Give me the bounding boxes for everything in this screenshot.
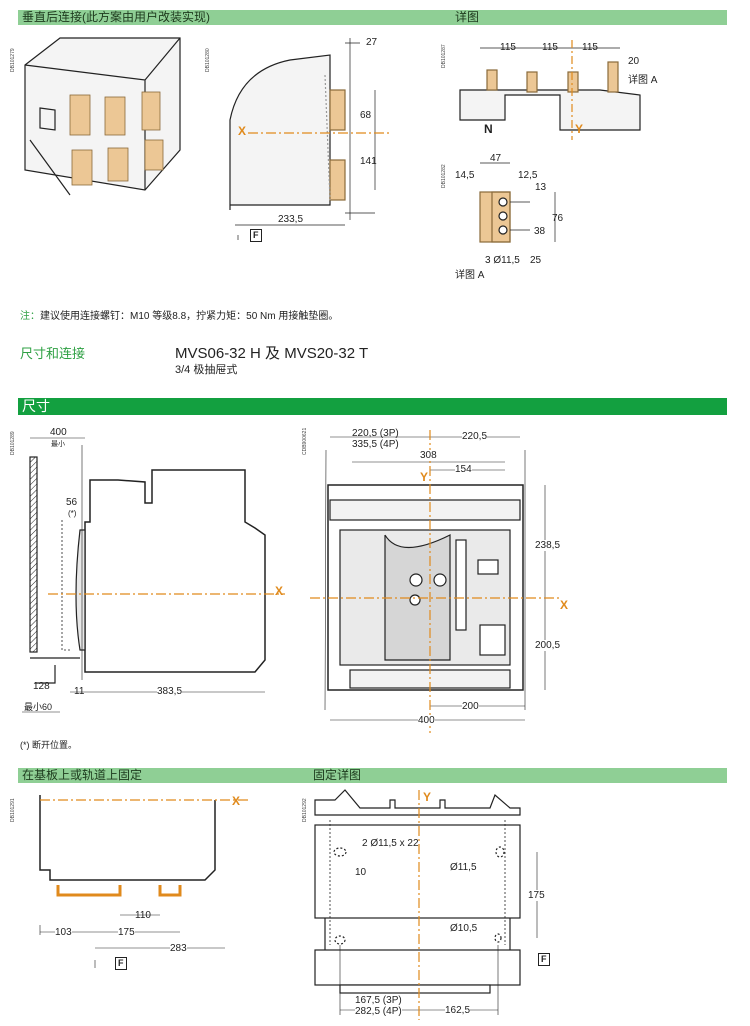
dim-label: 162,5 (445, 1005, 471, 1016)
dim-label: 38 (534, 226, 546, 237)
axis-y-label: Y (420, 470, 429, 484)
dim-label: 175 (118, 927, 135, 938)
dim-label: 10 (355, 867, 367, 878)
hole-spec: Ø10,5 (450, 923, 478, 934)
dim-label: 68 (360, 110, 372, 121)
dim-label: 12,5 (518, 170, 538, 181)
front-marker: F (250, 229, 262, 242)
dim-label: 154 (455, 464, 472, 475)
axis-x-label: X (238, 124, 247, 138)
note: 注：建议使用连接螺钉：M10 等级8.8，拧紧力矩：50 Nm 用接触垫圈。 (20, 311, 338, 322)
dim-label: (*) (68, 509, 77, 518)
side-view-rear-connection (229, 38, 390, 240)
dim-label: 238,5 (535, 540, 561, 551)
front-marker: F (538, 953, 550, 966)
isometric-breaker-drawing (24, 37, 181, 196)
detail-ref: 详图 A (628, 75, 658, 86)
dim-label: 200,5 (535, 640, 561, 651)
front-marker: F (115, 957, 127, 970)
section-bar-dimensions: 尺寸 (18, 398, 727, 415)
dim-label: 76 (552, 213, 564, 224)
hole-spec: 3 Ø11,5 (485, 255, 520, 266)
fixing-detail-drawing (314, 789, 538, 1020)
dim-label: 13 (535, 182, 547, 193)
dim-label: 115 (542, 42, 558, 53)
dim-label: 27 (366, 37, 378, 48)
dim-label: 233,5 (278, 214, 304, 225)
dim-label: 11 (74, 686, 85, 697)
section-title-rear-connection: 垂直后连接(此方案由用户改装实现) (22, 10, 210, 24)
front-view-dimensions (310, 430, 560, 735)
note-text: 建议使用连接螺钉：M10 等级8.8，拧紧力矩：50 Nm 用接触垫圈。 (40, 311, 339, 322)
dim-label: 47 (490, 153, 502, 164)
section-title-mount-detail: 固定详图 (313, 768, 362, 782)
axis-x-label: X (275, 584, 284, 598)
dim-label: 200 (462, 701, 479, 712)
footnote: (*) 断开位置。 (20, 740, 77, 750)
axis-x-label: X (560, 598, 569, 612)
section-bar-rear-connection: 垂直后连接(此方案由用户改装实现) 详图 (18, 10, 727, 25)
dim-label: 167,5 (3P) (355, 995, 402, 1006)
neutral-label: N (484, 122, 493, 136)
detail-top-view (459, 40, 641, 140)
dim-label: 110 (135, 910, 151, 921)
dim-label: 115 (500, 42, 516, 53)
dim-label: 141 (360, 156, 377, 167)
product-subtitle: 3/4 极抽屉式 (175, 364, 238, 376)
dim-label: 115 (582, 42, 598, 53)
section-bar-mounting: 在基板上或轨道上固定 固定详图 (18, 768, 727, 783)
axis-y-label: Y (575, 122, 584, 136)
category-label: 尺寸和连接 (20, 346, 86, 361)
section-title-detail: 详图 (455, 10, 480, 24)
dim-label: 283 (170, 943, 187, 954)
dim-label: 383,5 (157, 686, 183, 697)
hole-spec: 2 Ø11,5 x 22 (362, 838, 419, 849)
side-view-dimensions (22, 437, 285, 713)
dim-label: 400 (418, 715, 435, 726)
dim-label: 最小 (51, 441, 65, 448)
hole-spec: Ø11,5 (450, 862, 477, 873)
section-title-mount-base: 在基板上或轨道上固定 (22, 768, 143, 782)
dim-label: 20 (628, 56, 640, 67)
note-prefix: 注： (20, 311, 40, 322)
dim-label: 282,5 (4P) (355, 1006, 402, 1017)
dim-label: 最小60 (24, 702, 53, 712)
dim-label: 56 (66, 497, 78, 508)
dim-label: 25 (530, 255, 542, 266)
axis-x-label: X (232, 794, 241, 808)
dim-label: 400 (50, 427, 67, 438)
dim-label: 103 (55, 927, 72, 938)
detail-a-drawing (479, 162, 556, 243)
axis-y-label: Y (423, 790, 432, 804)
product-title: MVS06-32 H 及 MVS20-32 T (175, 345, 369, 362)
dim-label: 175 (528, 890, 545, 901)
dim-label: 220,5 (462, 431, 488, 442)
dim-label: 128 (33, 681, 50, 692)
dim-label: 335,5 (4P) (352, 439, 399, 450)
dim-label: 220,5 (3P) (352, 428, 399, 439)
section-title-dimensions: 尺寸 (22, 398, 50, 414)
dim-label: 308 (420, 450, 437, 461)
dim-label: 14,5 (455, 170, 475, 181)
detail-caption: 详图 A (455, 270, 485, 281)
base-mounting-drawing (39, 795, 250, 968)
